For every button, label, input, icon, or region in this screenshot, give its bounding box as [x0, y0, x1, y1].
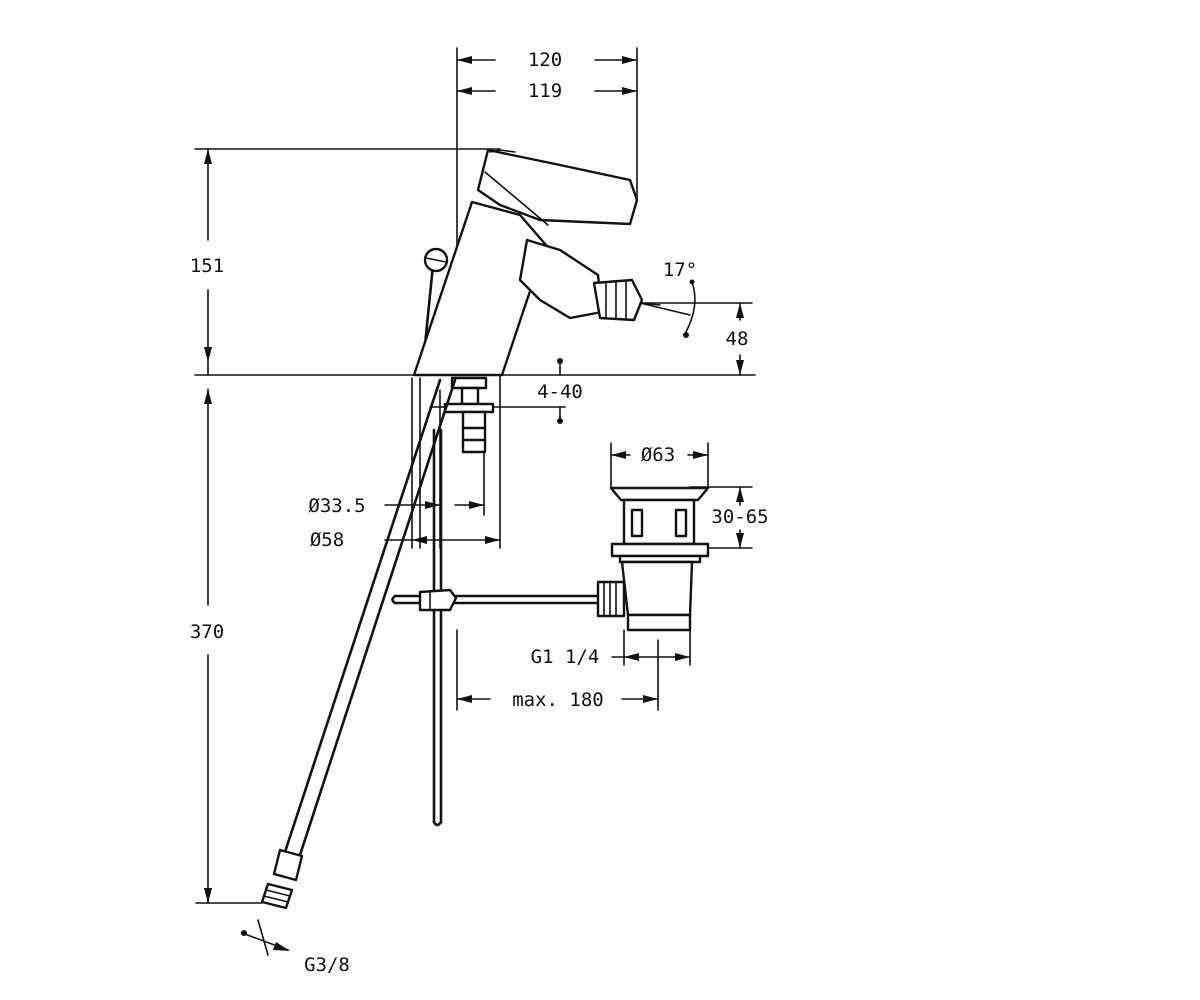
dim-hole-outer: Ø58	[310, 529, 344, 551]
dim-deck-thickness: 4-40	[537, 381, 583, 403]
dim-width-second: 119	[528, 80, 562, 102]
waste-assembly	[596, 486, 710, 632]
dim-hole-inner: Ø33.5	[308, 495, 365, 517]
dim-height-upper: 151	[190, 255, 224, 277]
popup-linkage	[391, 428, 602, 827]
dim-waste-thread: G1 1/4	[531, 646, 600, 668]
dim-hose-thread: G3/8	[304, 954, 350, 976]
dim-waste-diameter: Ø63	[641, 444, 675, 466]
dim-spray-drop: 48	[726, 328, 749, 350]
dim-spray-angle: 17°	[663, 259, 697, 281]
supply-hose	[260, 378, 457, 910]
dim-height-lower: 370	[190, 621, 224, 643]
dim-rod-reach: max. 180	[512, 689, 604, 711]
dim-waste-depth: 30-65	[711, 506, 768, 528]
dimension-lines	[194, 47, 756, 956]
dimension-labels: 120 119 151 17° 48 4-40 Ø33.5 Ø58 Ø63 30…	[190, 49, 769, 976]
faucet-body	[412, 148, 661, 549]
dim-width-top: 120	[528, 49, 562, 71]
